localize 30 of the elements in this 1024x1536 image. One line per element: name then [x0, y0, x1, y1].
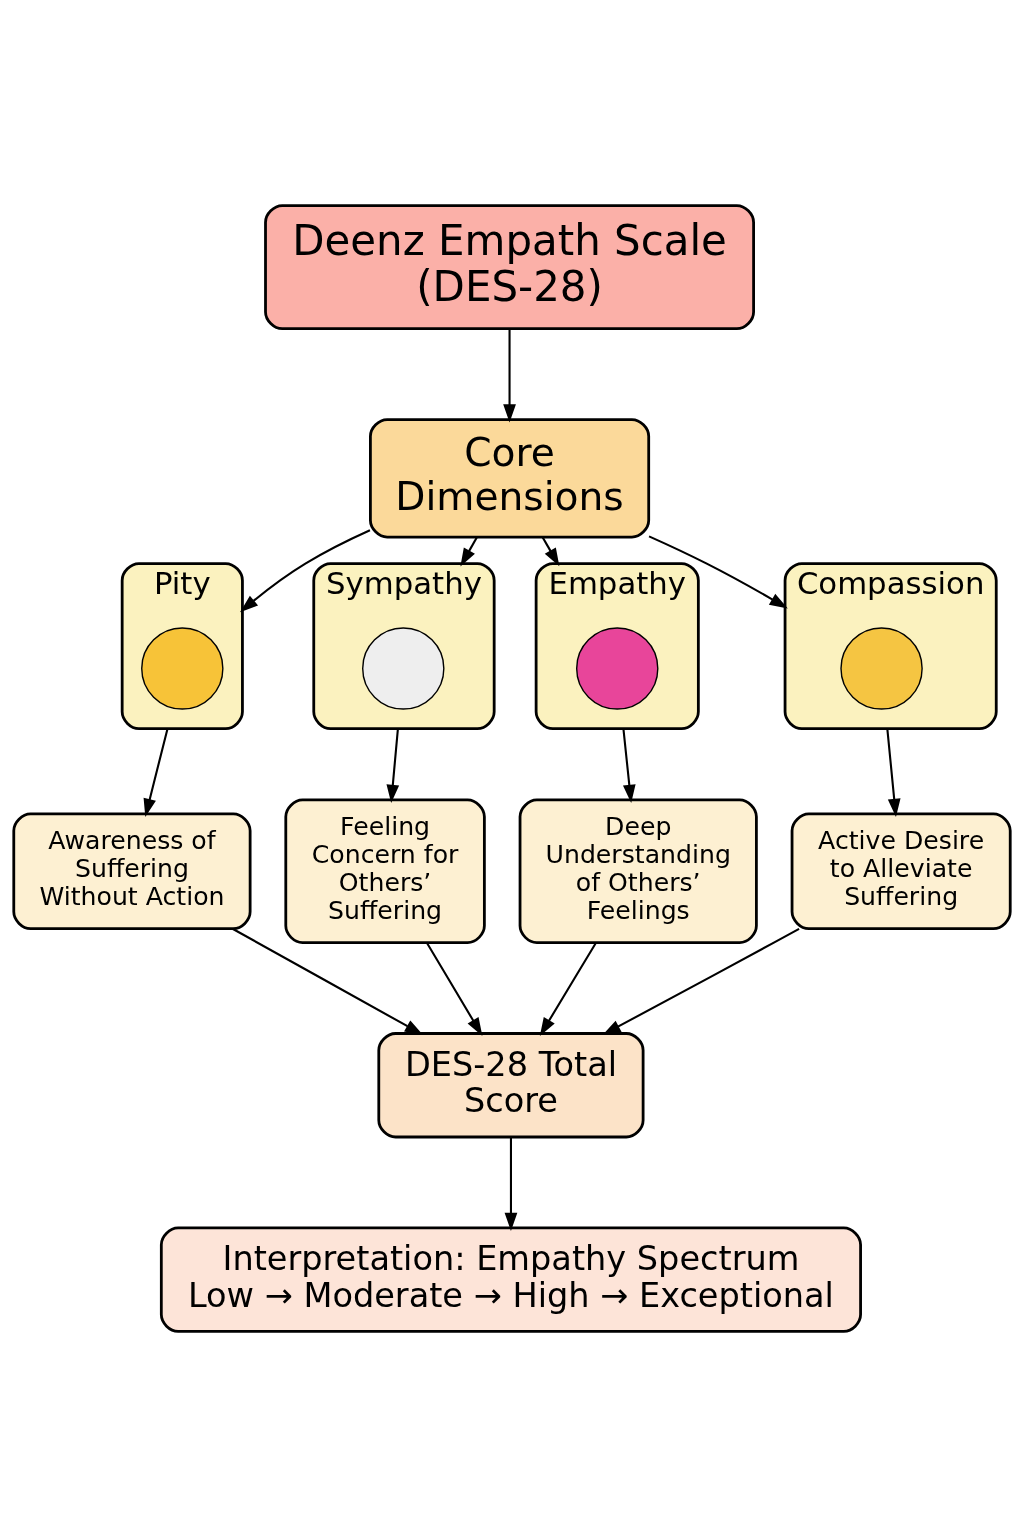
node-circle: [141, 626, 224, 710]
arrow: [622, 728, 636, 803]
cluster: Pity: [120, 561, 244, 730]
arrow: [460, 536, 478, 566]
cluster: Sympathy: [312, 561, 496, 730]
cluster: Compassion: [783, 561, 998, 730]
node-box: Core Dimensions: [369, 417, 651, 538]
arrow: [240, 528, 371, 612]
node-box: Awareness of Suffering Without Action: [12, 812, 252, 930]
arrow: [886, 728, 901, 817]
arrow: [426, 941, 483, 1036]
arrow: [602, 927, 800, 1035]
arrow: [503, 328, 516, 422]
node-box: Feeling Concern for Others’ Suffering: [284, 798, 486, 944]
node-box: Deep Understanding of Others’ Feelings: [518, 798, 758, 944]
node-box: Interpretation: Empathy Spectrum Low → Moderate → High → Exceptional: [159, 1226, 862, 1333]
node-box: Deenz Empath Scale (DES-28): [264, 203, 755, 330]
arrow: [541, 536, 560, 566]
arrow: [143, 727, 169, 817]
arrow: [504, 1137, 518, 1231]
node-circle: [840, 626, 923, 710]
arrow: [539, 941, 597, 1036]
arrow: [232, 927, 424, 1035]
cluster: Empathy: [534, 561, 700, 730]
arrow: [386, 728, 400, 803]
arrow: [648, 534, 788, 608]
node-box: DES-28 Total Score: [377, 1031, 645, 1138]
node-circle: [575, 626, 659, 710]
node-circle: [362, 626, 445, 710]
node-box: Active Desire to Alleviate Suffering: [790, 812, 1012, 930]
